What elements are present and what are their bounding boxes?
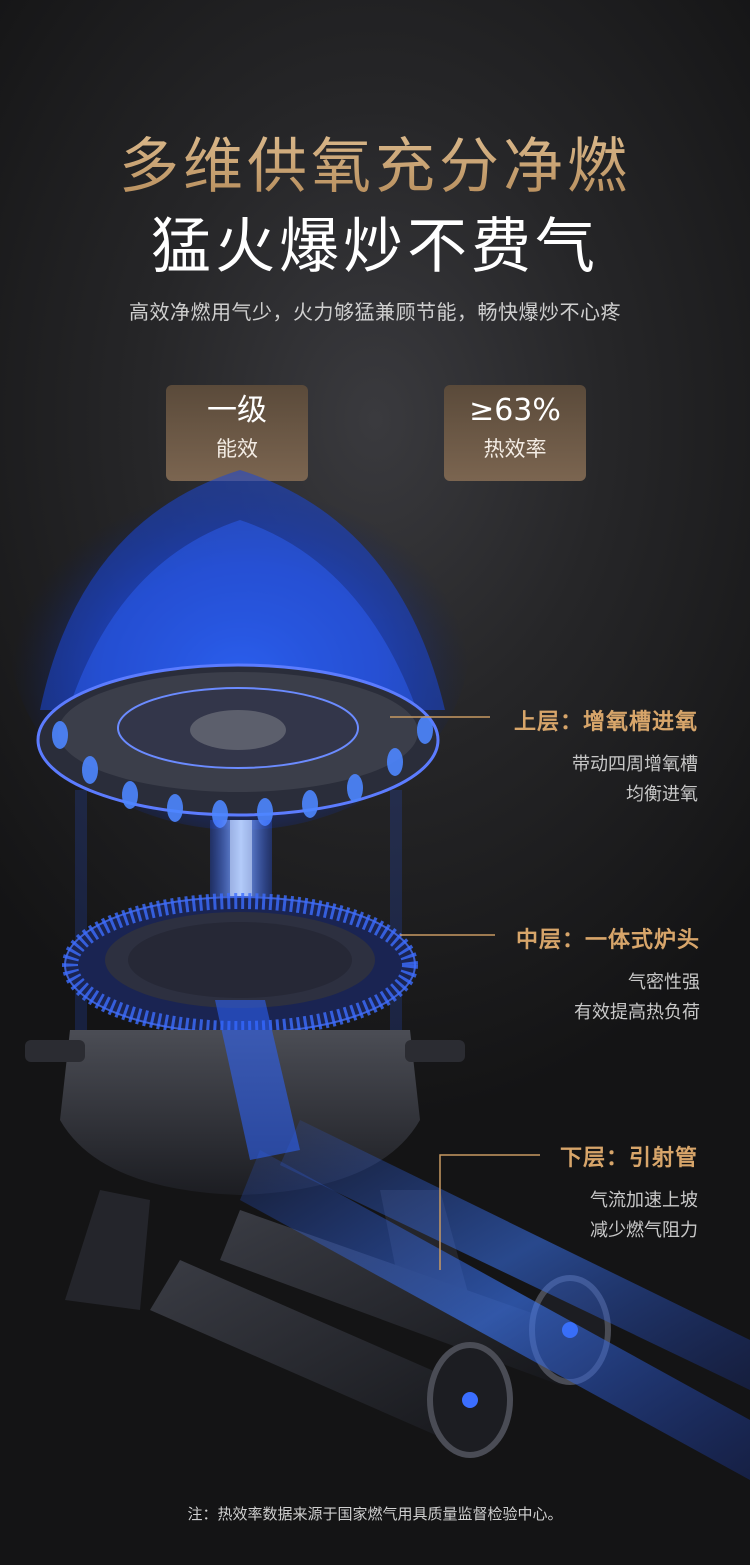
burner-illustration [10,470,750,1480]
callout-desc-line: 带动四周增氧槽 [572,754,698,775]
badge-thermal-efficiency: ≥63% 热效率 [444,385,586,481]
badge-label: 能效 [216,437,258,461]
venturi-pipe-2 [220,1210,580,1385]
headline-line1: 多维供氧充分净燃 [0,118,750,205]
callout-desc: 气密性强 有效提高热负荷 [516,968,700,1028]
badge-label: 热效率 [483,437,547,461]
callout-lower-layer: 下层：引射管 气流加速上坡 减少燃气阻力 [560,1140,698,1246]
bead-ring [62,893,418,1037]
callout-desc-line: 均衡进氧 [626,784,698,805]
venturi-pipe-1 [150,1260,500,1450]
callout-middle-layer: 中层：一体式炉头 气密性强 有效提高热负荷 [516,922,700,1028]
burner-leg-left [65,1190,150,1310]
flame-cone [40,470,445,710]
headline-line2: 猛火爆炒不费气 [151,212,599,282]
badge-value: ≥63% [469,393,561,428]
callout-heading: 下层：引射管 [559,1146,698,1171]
gas-stream-2 [280,1120,750,1390]
bead-stream [215,1000,300,1160]
callout-heading: 中层：一体式炉头 [515,928,700,953]
footnote: 注：热效率数据来源于国家燃气用具质量监督检验中心。 [187,1505,563,1523]
callout-desc-line: 有效提高热负荷 [574,1002,700,1023]
callout-desc: 气流加速上坡 减少燃气阻力 [560,1186,698,1246]
callout-heading: 上层：增氧槽进氧 [513,710,698,735]
headline-subtitle: 高效净燃用气少，火力够猛兼顾节能，畅快爆炒不心疼 [129,300,621,324]
badge-energy-efficiency: 一级 能效 [166,385,308,481]
callout-desc-line: 减少燃气阻力 [590,1220,698,1241]
callout-line-bottom [439,1154,540,1270]
callout-desc: 带动四周增氧槽 均衡进氧 [514,750,698,810]
callout-desc-line: 气流加速上坡 [590,1190,698,1211]
upper-cap-center [190,710,286,750]
badge-value: 一级 [207,393,267,428]
gas-stream-1 [240,1150,750,1480]
callout-upper-layer: 上层：增氧槽进氧 带动四周增氧槽 均衡进氧 [514,704,698,810]
callout-desc-line: 气密性强 [628,972,700,993]
